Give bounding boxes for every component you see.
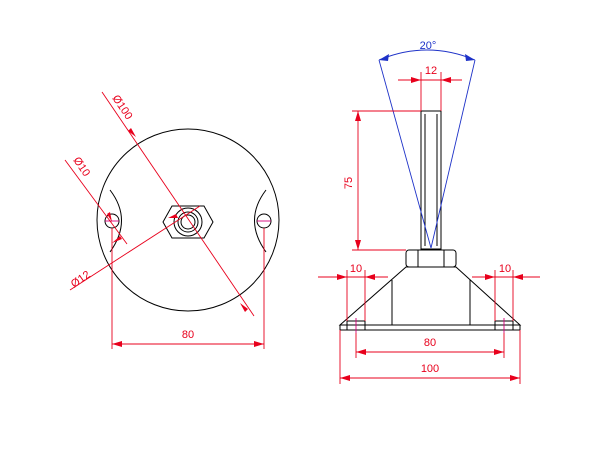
dim-dia12: Ø12 [69,269,93,291]
fr-arrow-left [485,274,495,280]
angle-line-left [378,59,432,249]
dia10-arrow [107,212,112,222]
angle-line-right [430,59,476,249]
dia12-leader [69,205,201,291]
angle-arrow-right [465,54,475,61]
side-hex-nut [405,249,457,268]
threaded-stud [420,110,442,250]
base-plate-outline [96,128,280,312]
dim-dia100: Ø100 [110,93,135,122]
angle-arc [378,49,476,61]
d12-arrow-left [411,77,421,83]
dim-thread-length: 75 [343,177,355,189]
left-cutout-arc [109,189,122,253]
b100-arrow-right [510,375,520,381]
fl-arrow-right [365,274,375,280]
fr-arrow-right [513,274,523,280]
angle-arrow-left [379,54,389,61]
d12-arrow-right [441,77,451,83]
dia12-arrow-a [112,236,122,243]
dia10-leader [64,159,128,245]
stud-circle [177,211,199,233]
top-80-arrow-right [254,341,264,347]
dim-base-width: 100 [421,363,439,375]
s80-arrow-right [494,349,504,355]
dia100-leader [101,91,255,317]
s80-arrow-left [356,349,366,355]
b100-arrow-left [340,375,350,381]
dim-top-80: 80 [182,329,194,341]
dia12-arrow-b [168,214,178,218]
top-view: Ø100 Ø10 Ø12 80 [64,91,280,349]
base-body [338,266,522,326]
dia100-arrow-top [128,128,136,137]
dim-side-80: 80 [424,337,436,349]
hex-nut [162,205,214,239]
dim-flange-right: 10 [499,263,511,275]
stud-core-circle [180,214,196,230]
dim-thread-dia: 12 [425,65,437,77]
top-80-arrow-left [112,341,122,347]
side-view: 20° 12 75 10 10 80 [318,40,540,384]
dim-dia10: Ø10 [71,155,93,179]
fl-arrow-left [337,274,347,280]
right-cutout-arc [254,189,267,253]
dim-angle: 20° [420,40,437,52]
l75-arrow-top [355,111,361,121]
nut-inner-circle [173,207,203,237]
dia100-arrow-bottom [240,303,248,312]
dim-flange-left: 10 [350,263,362,275]
l75-arrow-bottom [355,240,361,250]
